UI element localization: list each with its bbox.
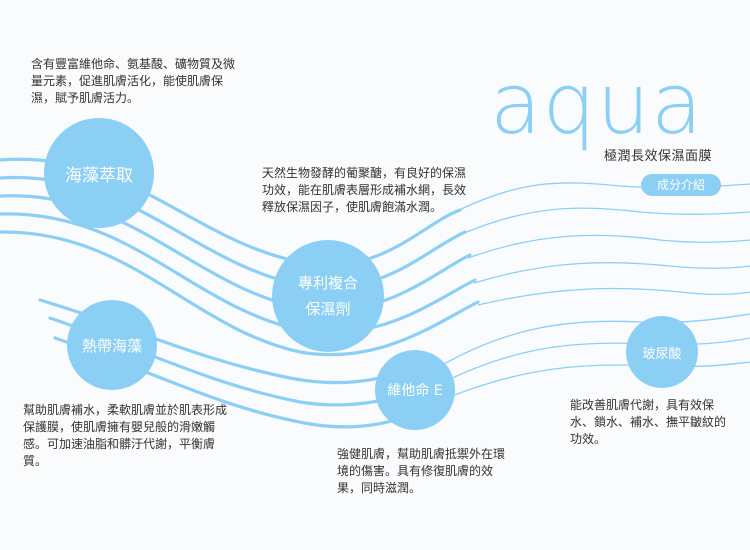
ingredient-bubble-vitamin-e: 維他命 E (375, 350, 455, 430)
wave-line (467, 234, 750, 259)
ingredient-name: 玻尿酸 (642, 346, 682, 362)
ingredient-name: 海藻萃取 (65, 165, 133, 186)
ingredient-bubble-hyaluronic-acid: 玻尿酸 (626, 316, 698, 388)
ingredients-intro-button[interactable]: 成分介紹 (641, 174, 721, 196)
seaweed-extract-description: 含有豐富維他命、氨基酸、礦物質及微量元素，促進肌膚活化，能使肌膚保濕，賦予肌膚活… (31, 57, 236, 105)
ingredient-bubble-patent-moisturizer: 專利複合 保濕劑 (272, 240, 384, 352)
ingredient-bubble-tropical-seaweed: 熱帶海藻 (67, 300, 157, 390)
ingredient-name: 熱帶海藻 (81, 336, 142, 355)
tropical-seaweed-description: 幫助肌膚補水，柔軟肌膚並於肌表形成保護膜，使肌膚擁有嬰兒般的滑嫩觸感。可加速油脂… (23, 403, 228, 468)
vitamin-e-description: 強健肌膚，幫助肌膚抵禦外在環境的傷害。具有修復肌膚的效果，同時滋潤。 (337, 447, 506, 495)
thin-wave-group (429, 182, 750, 401)
wave-line (441, 361, 750, 401)
wave-line (473, 261, 750, 284)
product-subtitle: 極潤長效保濕面膜 (604, 149, 713, 164)
brand-logo-text: aqua (490, 55, 704, 153)
wave-line (429, 313, 750, 373)
wave-line (461, 207, 750, 235)
wave-line (477, 287, 750, 306)
hyaluronic-acid-description: 能改善肌膚代謝，具有效保水、鎖水、補水、撫平皺紋的功效。 (570, 398, 727, 446)
ingredient-name-line-2: 保濕劑 (305, 300, 351, 318)
ingredient-name: 維他命 E (387, 383, 443, 399)
wave-line (0, 212, 477, 335)
ingredient-bubble-seaweed-extract: 海藻萃取 (44, 118, 154, 228)
wave-line (0, 230, 480, 357)
patent-moisturizer-description: 天然生物發酵的葡聚醣，有良好的保濕功效，能在肌膚表層形成補水網，長效釋放保濕因子… (262, 166, 467, 214)
ingredient-name-line-1: 專利複合 (297, 274, 358, 292)
